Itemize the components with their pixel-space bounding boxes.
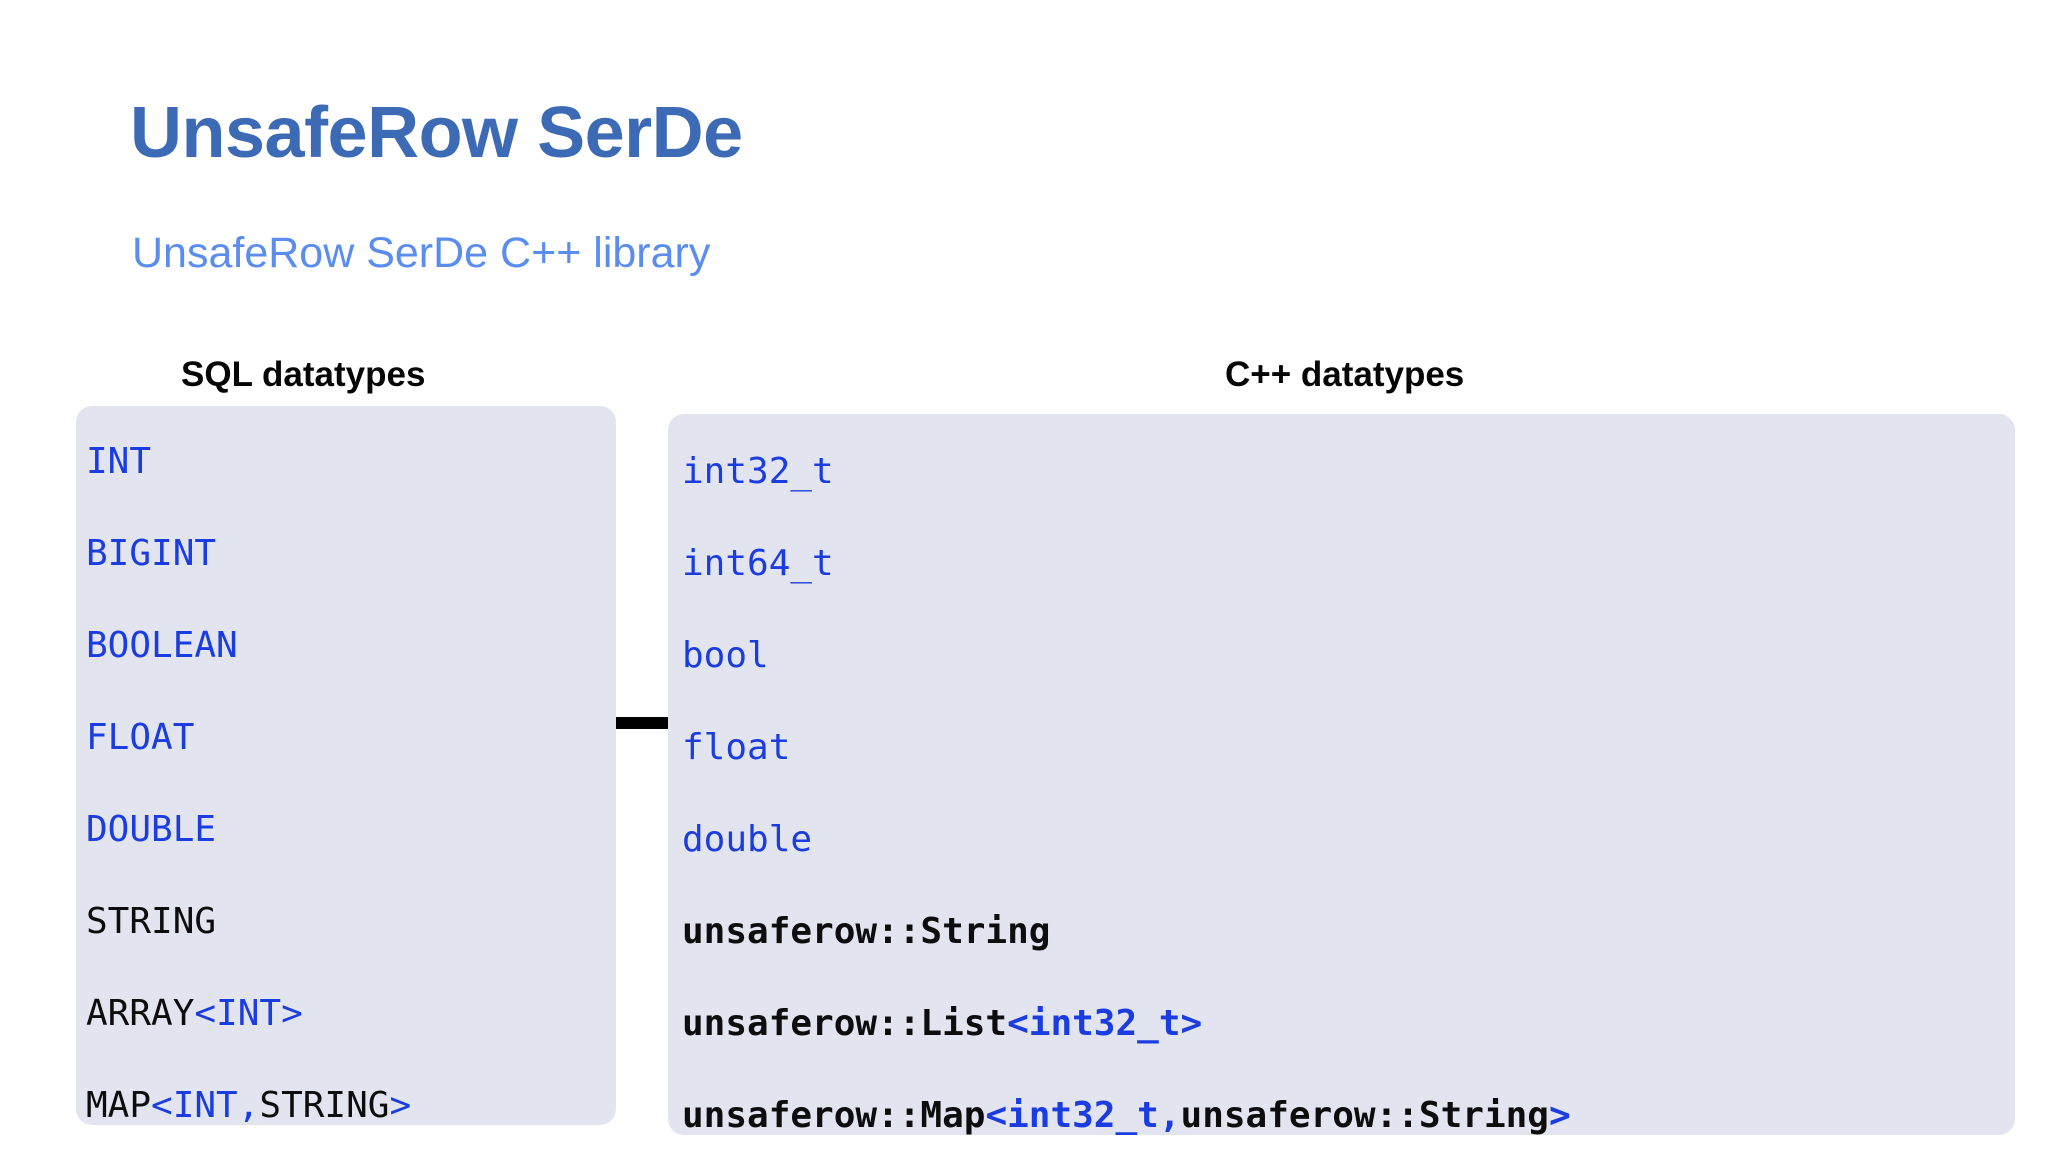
- type-row: BOOLEAN: [76, 600, 616, 692]
- type-token: double: [682, 819, 813, 860]
- type-row: MAP<INT,STRING>: [76, 1060, 616, 1125]
- type-token: DOUBLE: [86, 809, 217, 850]
- type-token: unsaferow::Map: [682, 1095, 986, 1135]
- sql-datatypes-header: SQL datatypes: [181, 355, 426, 394]
- type-row: unsaferow::Map<int32_t, unsaferow::Strin…: [668, 1070, 2015, 1135]
- type-token: STRING: [86, 901, 217, 942]
- page-title: UnsafeRow SerDe: [130, 93, 743, 173]
- cpp-datatypes-header: C++ datatypes: [1225, 355, 1465, 394]
- type-token: <INT,: [151, 1085, 260, 1125]
- type-token: STRING: [259, 1085, 390, 1125]
- type-row: BIGINT: [76, 508, 616, 600]
- type-token: ARRAY: [86, 993, 195, 1034]
- type-row: int32_t: [668, 426, 2015, 518]
- type-token: FLOAT: [86, 717, 195, 758]
- type-token: MAP: [86, 1085, 152, 1125]
- type-row: DOUBLE: [76, 784, 616, 876]
- type-row: FLOAT: [76, 692, 616, 784]
- type-token: <int32_t,: [985, 1095, 1181, 1135]
- type-token: int64_t: [682, 543, 834, 584]
- type-token: float: [682, 727, 791, 768]
- type-row: int64_t: [668, 518, 2015, 610]
- type-token: int32_t: [682, 451, 834, 492]
- type-row: float: [668, 702, 2015, 794]
- column-header-row: SQL datatypes C++ datatypes: [0, 345, 2048, 742]
- type-row: INT: [76, 416, 616, 508]
- type-token: unsaferow::String: [1180, 1095, 1549, 1135]
- type-row: double: [668, 794, 2015, 886]
- type-token: >: [389, 1085, 412, 1125]
- type-row: ARRAY<INT>: [76, 968, 616, 1060]
- type-token: unsaferow::List: [682, 1003, 1008, 1044]
- type-row: STRING: [76, 876, 616, 968]
- type-token: <INT>: [194, 993, 303, 1034]
- type-row: unsaferow::String: [668, 886, 2015, 978]
- type-token: BOOLEAN: [86, 625, 238, 666]
- type-token: >: [1548, 1095, 1571, 1135]
- type-token: bool: [682, 635, 769, 676]
- type-token: INT: [86, 441, 152, 482]
- type-token: unsaferow::String: [682, 911, 1051, 952]
- type-token: <int32_t>: [1007, 1003, 1203, 1044]
- type-row: unsaferow::List<int32_t>: [668, 978, 2015, 1070]
- type-row: bool: [668, 610, 2015, 702]
- page-subtitle: UnsafeRow SerDe C++ library: [132, 229, 711, 277]
- type-token: BIGINT: [86, 533, 217, 574]
